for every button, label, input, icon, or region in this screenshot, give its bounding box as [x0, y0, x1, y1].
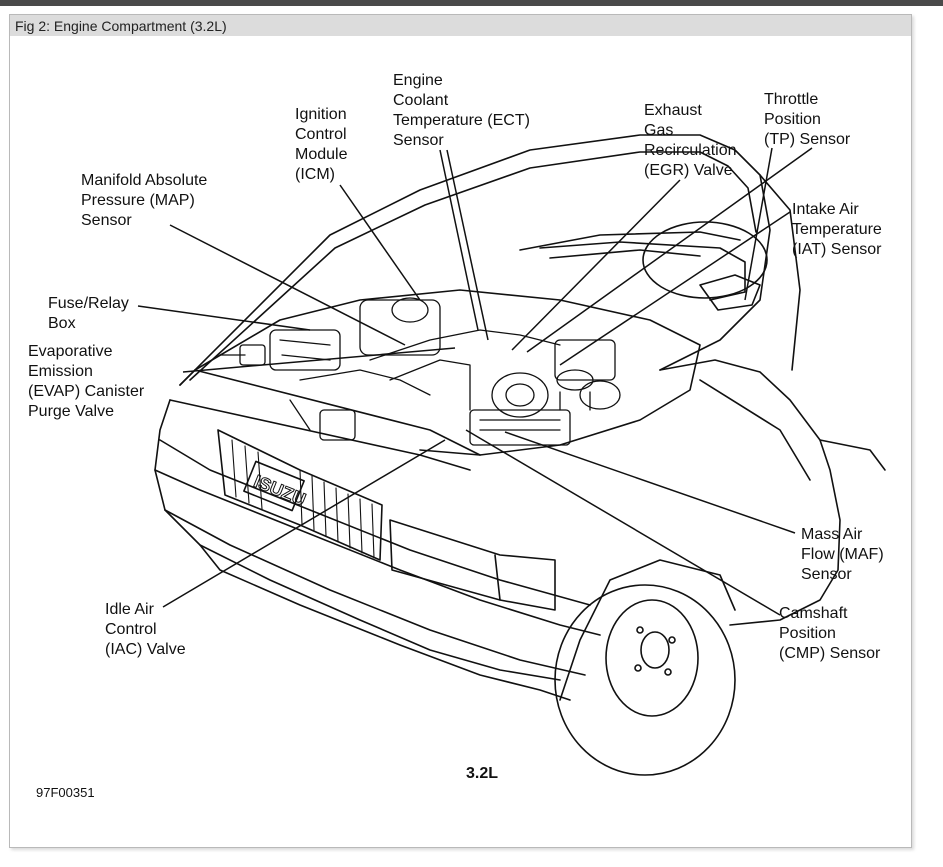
steering-wheel — [642, 221, 768, 299]
label-iac-valve: Idle Air Control (IAC) Valve — [105, 601, 186, 658]
leader-ect-2 — [439, 149, 479, 331]
mirror — [699, 274, 761, 311]
wheel-hub — [640, 631, 670, 669]
leader-ect — [446, 149, 489, 341]
label-iat-sensor: Intake Air Temperature (IAT) Sensor — [792, 201, 882, 258]
engine-size-label: 3.2L — [466, 765, 499, 782]
turn-signal — [494, 554, 501, 601]
cowl-panel — [539, 241, 746, 301]
headlamp — [389, 519, 556, 611]
engine-components — [219, 297, 621, 446]
fender-crease — [699, 379, 811, 481]
label-fuse-relay-box: Fuse/Relay Box — [48, 295, 129, 332]
figure-caption: Fig 2: Engine Compartment (3.2L) — [15, 18, 227, 34]
door-edge — [819, 439, 886, 471]
leader-maf — [504, 431, 796, 534]
label-map-sensor: Manifold Absolute Pressure (MAP) Sensor — [81, 172, 208, 229]
figure-code: 97F00351 — [36, 785, 95, 800]
hood-inner-edge — [189, 151, 757, 381]
front-tire — [554, 584, 736, 776]
label-tp-sensor: Throttle Position (TP) Sensor — [764, 91, 851, 148]
label-ect-sensor: Engine Coolant Temperature (ECT) Sensor — [393, 72, 530, 149]
bumper-bottom — [164, 509, 586, 676]
bumper-top — [154, 469, 601, 636]
label-icm: Ignition Control Module (ICM) — [295, 106, 348, 183]
leader-cmp — [465, 429, 781, 616]
leader-iat — [559, 211, 791, 366]
wheel-arch — [559, 559, 736, 701]
bumper-face — [159, 439, 591, 606]
radiator-support — [179, 369, 481, 456]
hood-outline — [179, 134, 771, 386]
window-top-bar — [0, 0, 943, 6]
engine-bay-edge — [194, 289, 701, 456]
leader-iac — [162, 439, 446, 608]
right-fender — [659, 359, 841, 626]
leader-egr — [511, 179, 681, 351]
leader-tp — [526, 147, 813, 353]
a-pillar — [759, 174, 801, 371]
label-maf-sensor: Mass Air Flow (MAF) Sensor — [801, 526, 884, 583]
leader-fuse — [137, 305, 311, 331]
label-evap-purge-valve: Evaporative Emission (EVAP) Canister Pur… — [28, 343, 145, 420]
figure-caption-bar: Fig 2: Engine Compartment (3.2L) — [10, 15, 911, 36]
front-nose — [154, 399, 561, 681]
windshield-wiper — [519, 231, 741, 251]
leader-tp-2 — [744, 147, 773, 301]
label-cmp-sensor: Camshaft Position (CMP) Sensor — [779, 605, 881, 662]
cowl-vent — [549, 249, 701, 259]
front-wheel-rim — [605, 599, 699, 717]
leader-lines — [137, 147, 813, 616]
label-egr-valve: Exhaust Gas Recirculation (EGR) Valve — [644, 102, 737, 179]
leader-map — [169, 224, 406, 346]
valance — [199, 544, 571, 701]
leader-icm — [339, 184, 421, 301]
leader-evap — [182, 347, 456, 373]
grille-badge-box — [243, 460, 305, 512]
